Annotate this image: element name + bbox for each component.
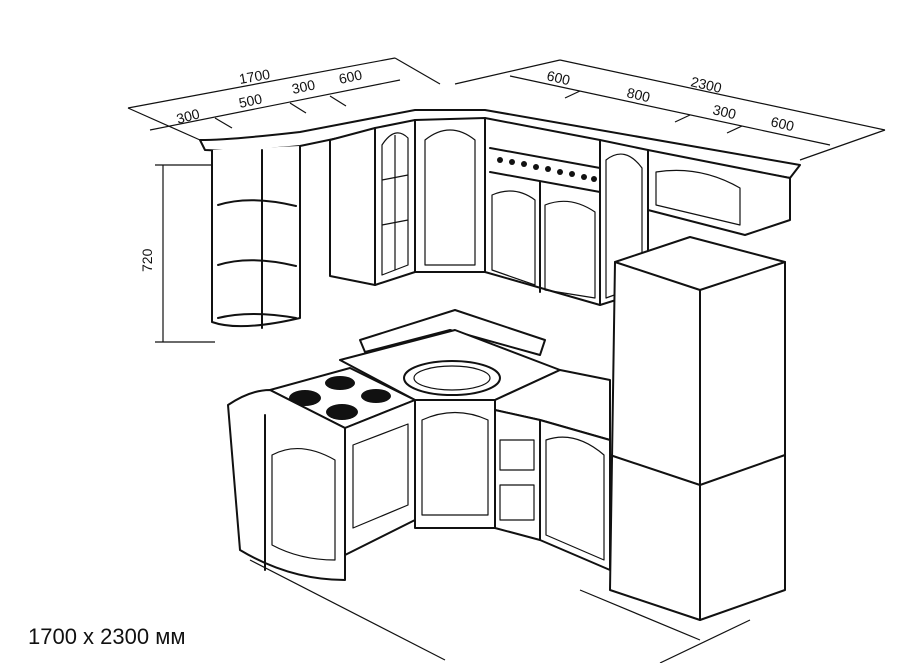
lower-cabinets (227, 309, 611, 581)
dim-height: 720 (139, 248, 155, 272)
dim-right-seg3: 300 (711, 101, 738, 122)
dim-right-seg1: 600 (545, 67, 572, 88)
dim-left-seg2: 500 (237, 90, 263, 111)
dim-left-seg3: 300 (290, 76, 316, 97)
dim-left-total: 1700 (238, 66, 272, 87)
dimension-labels: 1700 300 500 300 600 2300 600 800 300 60… (139, 66, 796, 272)
dim-left-seg1: 300 (175, 105, 202, 127)
dim-right-seg4: 600 (769, 113, 796, 134)
dim-right-total: 2300 (689, 73, 723, 96)
caption: 1700 x 2300 мм (28, 624, 186, 649)
dimension-lines (127, 57, 886, 663)
dim-left-seg4: 600 (337, 66, 363, 87)
dim-right-seg2: 800 (625, 84, 652, 105)
refrigerator (609, 236, 786, 621)
